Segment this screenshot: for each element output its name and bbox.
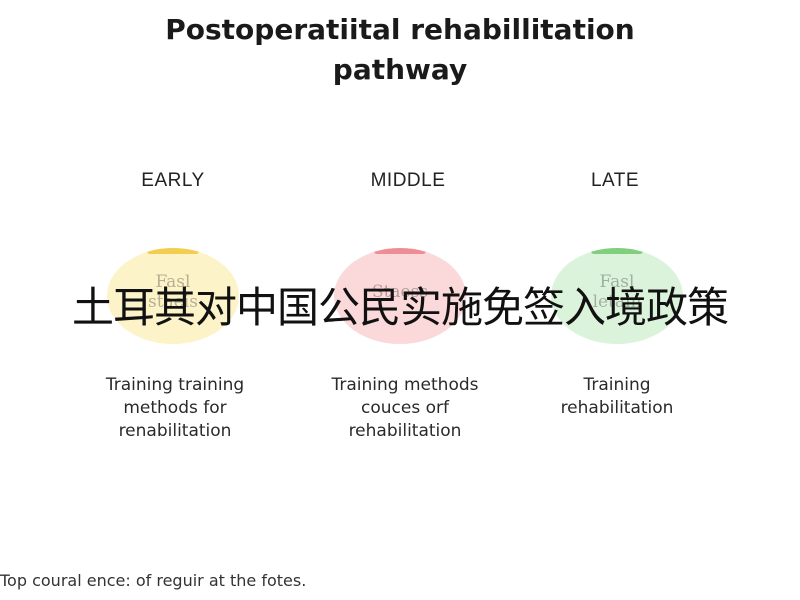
stage-accent-early bbox=[147, 248, 199, 254]
stage-circle-text-late: Fasl letain bbox=[592, 272, 642, 312]
stage-circle-early: Fasl staeis bbox=[107, 248, 239, 344]
stage-circle-late: Fasl letain bbox=[551, 248, 683, 344]
stage-label-middle: MIDDLE bbox=[370, 170, 446, 191]
stage-accent-middle bbox=[374, 248, 426, 254]
overlay-caption: 土耳其对中国公民实施免签入境政策 bbox=[71, 283, 729, 332]
stage-circle-middle: Staess bbox=[334, 248, 466, 344]
stage-accent-late bbox=[591, 248, 643, 254]
stage-description-middle: Training methods couces orf rehabilitati… bbox=[331, 375, 479, 441]
stage-circle-text-early: Fasl staeis bbox=[148, 272, 198, 312]
stage-label-early: EARLY bbox=[141, 170, 205, 191]
diagram-title: Postoperatiital rehabillitation pathway bbox=[165, 13, 635, 86]
stage-label-late: LATE bbox=[590, 170, 640, 191]
stage-description-early: Training training methods for renabilita… bbox=[105, 375, 245, 441]
stage-circle-text-middle: Staess bbox=[371, 282, 429, 302]
footer-note: Top coural ence: of reguir at the fotes. bbox=[0, 571, 307, 590]
stage-description-late: Training rehabilitation bbox=[560, 375, 674, 418]
